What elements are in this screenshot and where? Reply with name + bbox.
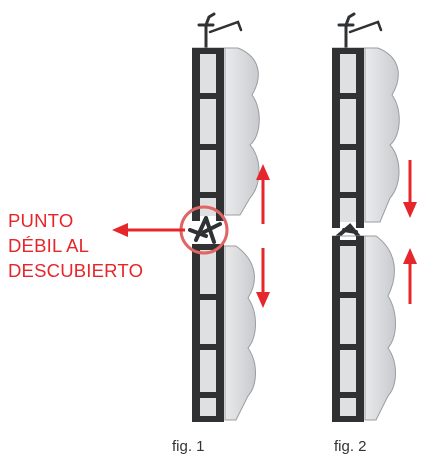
callout-pointer-arrow-icon bbox=[112, 223, 185, 237]
fig2-arrow-down-icon bbox=[403, 160, 417, 218]
fig1-organizer bbox=[179, 12, 270, 422]
fig2-hanger-hook-icon bbox=[337, 12, 383, 50]
fig1-caption: fig. 1 bbox=[172, 438, 205, 455]
fig1-hanger-hook-icon bbox=[197, 12, 243, 50]
fig1-weak-joint bbox=[188, 216, 222, 244]
callout-line-1: PUNTO bbox=[8, 210, 74, 231]
fig2-lower-section bbox=[332, 235, 396, 422]
fig2-organizer bbox=[332, 12, 417, 422]
fig1-arrow-down-icon bbox=[256, 248, 270, 308]
fig2-arrow-up-icon bbox=[403, 248, 417, 304]
fig2-upper-section bbox=[332, 47, 400, 228]
fig2-joint bbox=[336, 223, 362, 240]
callout-line-3: DESCUBIERTO bbox=[8, 260, 144, 281]
callout-line-2: DÉBIL AL bbox=[8, 235, 90, 256]
fig1-lower-section bbox=[192, 244, 256, 422]
weak-point-callout: PUNTO DÉBIL AL DESCUBIERTO bbox=[8, 208, 178, 283]
fig1-arrow-up-icon bbox=[256, 164, 270, 224]
fig2-caption: fig. 2 bbox=[334, 438, 367, 455]
fig1-upper-section bbox=[192, 47, 260, 221]
